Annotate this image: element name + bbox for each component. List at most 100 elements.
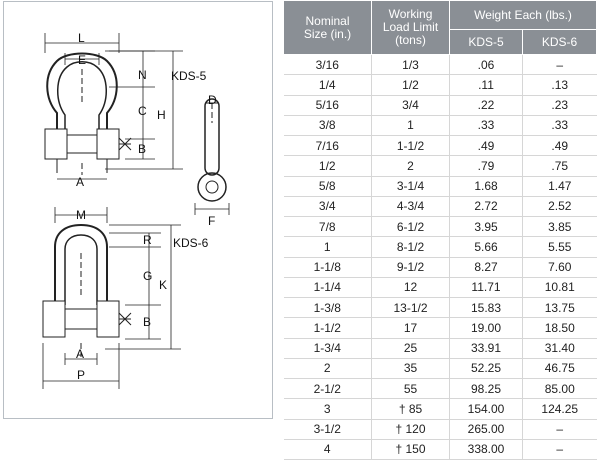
- cell-weight-kds5: .49: [449, 135, 523, 157]
- kds6-dimensions: [42, 207, 181, 389]
- header-weight-each: Weight Each (lbs.): [448, 0, 598, 30]
- cell-nominal-size: 3/8: [283, 115, 372, 137]
- cell-nominal-size: 3/16: [283, 54, 372, 76]
- cell-nominal-size: 7/8: [283, 216, 372, 238]
- cell-weight-kds6: 2.52: [522, 196, 597, 218]
- cell-working-load-limit: 55: [371, 378, 450, 400]
- dim-label-K: K: [159, 278, 167, 292]
- cell-nominal-size: 1-3/4: [283, 338, 372, 359]
- cell-working-load-limit: † 85: [371, 398, 450, 420]
- dim-label-R: R: [143, 233, 152, 247]
- cell-weight-kds6: 31.40: [522, 338, 597, 359]
- cell-weight-kds6: .13: [522, 74, 597, 96]
- cell-working-load-limit: 1/2: [371, 74, 450, 96]
- cell-weight-kds6: .49: [522, 135, 597, 157]
- cell-working-load-limit: 12: [371, 277, 450, 299]
- dim-label-H: H: [157, 108, 166, 122]
- cell-nominal-size: 4: [283, 439, 372, 460]
- cell-weight-kds5: 154.00: [449, 398, 523, 420]
- dim-label-L: L: [78, 31, 85, 45]
- cell-weight-kds6: –: [522, 439, 597, 460]
- cell-weight-kds6: 10.81: [522, 277, 597, 299]
- cell-working-load-limit: 3/4: [371, 95, 450, 116]
- cell-working-load-limit: 17: [371, 317, 450, 339]
- cell-weight-kds6: 85.00: [522, 378, 597, 400]
- cell-nominal-size: 5/8: [283, 176, 372, 197]
- cell-working-load-limit: 9-1/2: [371, 257, 450, 278]
- cell-nominal-size: 2-1/2: [283, 378, 372, 400]
- cell-weight-kds6: 5.55: [522, 236, 597, 258]
- cell-weight-kds5: 5.66: [449, 236, 523, 258]
- cell-weight-kds5: 33.91: [449, 338, 523, 359]
- dim-label-N: N: [138, 68, 147, 82]
- cell-nominal-size: 1-1/4: [283, 277, 372, 299]
- cell-working-load-limit: 25: [371, 338, 450, 359]
- cell-weight-kds5: .22: [449, 95, 523, 116]
- cell-weight-kds5: 52.25: [449, 358, 523, 380]
- cell-weight-kds5: 19.00: [449, 317, 523, 339]
- cell-weight-kds6: 1.47: [522, 176, 597, 197]
- dim-label-E: E: [78, 53, 86, 67]
- cell-nominal-size: 2: [283, 358, 372, 380]
- header-nominal-size: Nominal Size (in.): [283, 0, 372, 55]
- cell-weight-kds6: 3.85: [522, 216, 597, 238]
- kds5-dimensions: [44, 33, 183, 180]
- cell-working-load-limit: 1: [371, 115, 450, 137]
- cell-nominal-size: 7/16: [283, 135, 372, 157]
- cell-weight-kds5: 1.68: [449, 176, 523, 197]
- cell-weight-kds6: –: [522, 54, 597, 76]
- cell-weight-kds6: .33: [522, 115, 597, 137]
- kds6-shackle-drawing: [42, 223, 132, 357]
- kds5-shackle-drawing: [44, 52, 132, 175]
- cell-weight-kds5: 11.71: [449, 277, 523, 299]
- dim-label-A: A: [76, 175, 84, 189]
- cell-working-load-limit: † 150: [371, 439, 450, 460]
- cell-working-load-limit: 8-1/2: [371, 236, 450, 258]
- header-kds6: KDS-6: [521, 29, 598, 55]
- cell-nominal-size: 1-1/2: [283, 317, 372, 339]
- cell-working-load-limit: 13-1/2: [371, 297, 450, 319]
- cell-weight-kds5: 265.00: [449, 419, 523, 440]
- cell-working-load-limit: 1-1/2: [371, 135, 450, 157]
- dim-label-B-kds6: B: [143, 315, 151, 329]
- cell-weight-kds6: 7.60: [522, 257, 597, 278]
- cell-nominal-size: 1/2: [283, 155, 372, 177]
- side-view-drawing: [194, 98, 230, 215]
- cell-weight-kds5: 15.83: [449, 297, 523, 319]
- kds6-label: KDS-6: [173, 236, 209, 250]
- cell-nominal-size: 3: [283, 398, 372, 420]
- cell-weight-kds5: .79: [449, 155, 523, 177]
- cell-working-load-limit: 2: [371, 155, 450, 177]
- cell-nominal-size: 3/4: [283, 196, 372, 218]
- dim-label-C: C: [138, 104, 147, 118]
- dim-label-B: B: [138, 142, 146, 156]
- dim-label-M: M: [76, 208, 86, 222]
- cell-working-load-limit: 4-3/4: [371, 196, 450, 218]
- cell-weight-kds5: 338.00: [449, 439, 523, 460]
- cell-weight-kds5: .06: [449, 54, 523, 76]
- shackle-spec-table: Nominal Size (in.) Working Load Limit (t…: [283, 0, 598, 460]
- dim-label-G: G: [143, 269, 152, 283]
- cell-working-load-limit: † 120: [371, 419, 450, 440]
- cell-nominal-size: 1-1/8: [283, 257, 372, 278]
- cell-working-load-limit: 3-1/4: [371, 176, 450, 197]
- cell-weight-kds6: .23: [522, 95, 597, 116]
- cell-working-load-limit: 35: [371, 358, 450, 380]
- cell-weight-kds6: –: [522, 419, 597, 440]
- cell-nominal-size: 3-1/2: [283, 419, 372, 440]
